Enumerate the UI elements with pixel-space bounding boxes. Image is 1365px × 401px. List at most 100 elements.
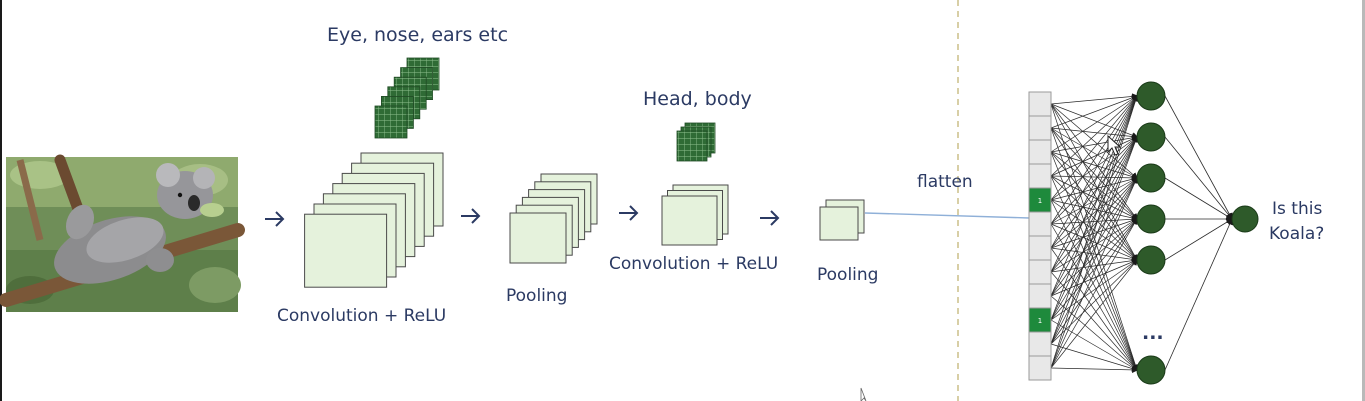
filter-stack-high-level [676, 122, 716, 162]
vector-cell [1028, 163, 1052, 189]
vector-cell [1028, 283, 1052, 309]
connection-line [1050, 135, 1138, 249]
connection-line [1050, 94, 1138, 273]
connection-line [1050, 199, 1138, 372]
connection-line [1050, 94, 1139, 321]
vector-cell [1028, 259, 1052, 285]
connection-line [1050, 223, 1138, 372]
connection-line [1050, 174, 1139, 182]
connection-line [1050, 175, 1139, 261]
feature-map [661, 195, 718, 246]
flow-arrow-4 [760, 210, 780, 226]
output-layer [1231, 205, 1259, 233]
connection-line [1164, 95, 1233, 221]
connection-line [1050, 135, 1139, 345]
pooled-map [819, 206, 859, 241]
connection-line [1050, 295, 1139, 371]
connection-line [1164, 217, 1234, 371]
connection-line [1050, 135, 1139, 369]
hidden-neuron [1136, 204, 1166, 234]
vector-cell [1028, 211, 1052, 237]
vector-cell-value: 1 [1038, 197, 1042, 205]
hidden-neuron [1136, 245, 1166, 275]
connection-line [1050, 177, 1139, 225]
connection-line [1050, 94, 1138, 297]
connection-line [1050, 135, 1138, 297]
pool2-label: Pooling [817, 265, 879, 285]
connection-line [1050, 95, 1139, 153]
pooled-map [509, 212, 567, 264]
flattened-vector: 11 [1028, 91, 1052, 381]
output-question-line2: Koala? [1269, 224, 1325, 244]
connection-line [1050, 217, 1138, 369]
connection-line [1050, 176, 1138, 369]
connection-line [1050, 199, 1139, 261]
connection-line [1050, 93, 1139, 105]
hidden-neuron [1136, 163, 1166, 193]
connection-line [1050, 176, 1139, 201]
connection-line [1050, 103, 1138, 262]
connection-line [1050, 103, 1139, 139]
connection-line [1050, 247, 1138, 372]
connection-line [1050, 94, 1138, 249]
connection-line [1050, 127, 1138, 262]
vector-cell [1028, 331, 1052, 357]
connection-line [1050, 271, 1138, 372]
connection-line [1050, 217, 1138, 321]
output-neuron [1231, 205, 1259, 233]
connection-line [1050, 176, 1138, 273]
vector-cell [1028, 139, 1052, 165]
koala-input-image [0, 154, 245, 312]
high-level-features-label: Head, body [643, 88, 752, 110]
filter-kernel [676, 130, 708, 162]
pool1-feature-maps [509, 173, 598, 264]
connection-line [1050, 103, 1138, 221]
connection-line [1050, 176, 1138, 297]
flatten-label: flatten [917, 172, 973, 192]
vector-cell [1028, 115, 1052, 141]
dense-connections [1050, 93, 1234, 374]
connection-line [1164, 218, 1234, 261]
mouse-cursor-faint-icon [860, 387, 867, 401]
connection-line [1050, 151, 1139, 180]
hidden-layer-neurons [1136, 81, 1166, 385]
connection-line [1050, 94, 1138, 225]
connection-line [1050, 127, 1139, 140]
connection-line [1050, 134, 1139, 153]
connection-line [1050, 319, 1139, 371]
connection-line [1050, 177, 1139, 249]
mouse-cursor-icon [1107, 134, 1122, 156]
connection-line [1050, 135, 1138, 273]
connection-line [1050, 94, 1139, 129]
flow-arrow-1 [265, 211, 285, 227]
pool1-label: Pooling [506, 286, 568, 306]
connection-line [1050, 135, 1138, 321]
connection-line [1050, 366, 1139, 374]
connection-line [1050, 94, 1139, 369]
output-question-line1: Is this [1272, 199, 1323, 219]
flatten-connector [864, 212, 1030, 219]
connection-line [1050, 176, 1138, 345]
connection-line [1050, 95, 1139, 177]
connection-line [1050, 94, 1139, 345]
connection-line [1050, 151, 1138, 262]
low-level-features-label: Eye, nose, ears etc [327, 24, 509, 46]
window-left-edge [0, 0, 2, 401]
conv1-feature-maps [304, 152, 444, 288]
connection-line [1164, 136, 1234, 221]
hidden-neuron [1136, 81, 1166, 111]
hidden-neuron [1136, 355, 1166, 385]
feature-map [304, 213, 388, 288]
connection-line [1050, 176, 1138, 321]
connection-line [1050, 103, 1139, 179]
connection-line [1050, 136, 1138, 225]
flow-arrow-3 [619, 205, 639, 221]
conv1-label: Convolution + ReLU [277, 306, 447, 326]
connection-line [1050, 258, 1138, 369]
filter-stack-low-level [374, 57, 440, 139]
connection-line [1164, 177, 1234, 220]
vector-cell [1028, 235, 1052, 261]
connection-line [1050, 127, 1138, 221]
